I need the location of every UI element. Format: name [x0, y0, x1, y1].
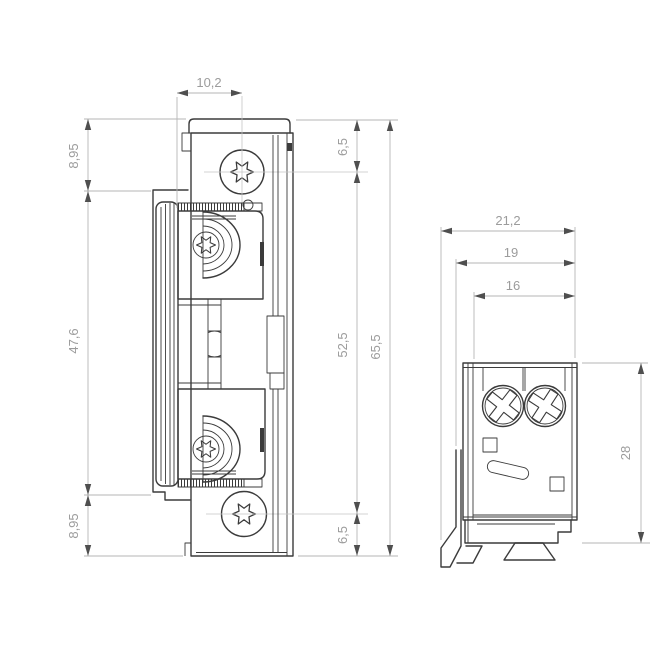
dim-label-left-middle: 47,6: [66, 328, 81, 353]
faceplate-left-tab: [181, 132, 191, 152]
dim-label-side-mid: 19: [504, 245, 518, 260]
adjustment-square-hole-lower: [549, 476, 565, 492]
faceplate-right-notch: [287, 143, 292, 151]
dim-label-top-width: 10,2: [196, 75, 221, 90]
mounting-hook-tab: [440, 449, 462, 568]
dim-label-right-bottom: 6,5: [335, 526, 350, 544]
mounting-flap: [456, 545, 483, 564]
side-dimensions: 21,2 19 16 28: [440, 213, 650, 544]
dim-side-width-mid: 19: [455, 245, 575, 446]
latch-side-notch: [260, 428, 264, 452]
torx-cam-screw-icon: [195, 236, 217, 254]
front-case-outline: [152, 189, 191, 501]
side-housing: [462, 362, 578, 521]
dim-label-right-middle: 52,5: [335, 332, 350, 357]
screw-channels: [482, 368, 566, 391]
latch-channel: [178, 299, 222, 389]
side-base: [464, 519, 572, 544]
side-body: [440, 362, 578, 568]
dim-label-left-top: 8,95: [66, 143, 81, 168]
dim-side-width-inner: 16: [473, 278, 575, 359]
adjustment-square-hole-upper: [482, 437, 498, 453]
dim-side-width-overall: 21,2: [440, 213, 576, 540]
side-view: 21,2 19 16 28: [440, 213, 650, 568]
phillips-screw-head-icon: [520, 381, 570, 431]
dim-front-right-column: 6,5 52,5 6,5 65,5: [296, 119, 398, 557]
pivot-pin: [242, 199, 254, 211]
front-dimensions: 10,2 8,95 47,6 8,95 6,5 52,5: [66, 75, 398, 557]
front-view: 10,2 8,95 47,6 8,95 6,5 52,5: [66, 75, 398, 557]
side-foot: [503, 542, 556, 561]
phillips-screw-head-icon: [478, 381, 528, 431]
upper-latch-block: [177, 210, 264, 300]
torx-cam-screw-icon: [195, 440, 217, 458]
latch-side-notch: [260, 242, 264, 266]
faceplate-top-cap: [188, 118, 291, 134]
front-body: [152, 96, 368, 557]
slanted-slot: [486, 460, 530, 480]
side-screw-left: [478, 381, 528, 431]
dim-label-side-height: 28: [618, 446, 633, 460]
dim-side-height: 28: [582, 362, 650, 544]
side-screw-right: [520, 381, 570, 431]
lower-latch-block: [177, 388, 266, 483]
faceplate-bottom-tab: [184, 542, 191, 556]
dim-label-right-overall: 65,5: [368, 334, 383, 359]
serrated-strip-bottom: [177, 478, 263, 488]
dim-label-side-inner: 16: [506, 278, 520, 293]
latch-ball: [208, 330, 221, 358]
dim-front-left-column: 8,95 47,6 8,95: [66, 118, 186, 557]
dim-label-left-bottom: 8,95: [66, 513, 81, 538]
dim-front-top-width: 10,2: [176, 75, 242, 208]
guide-column: [266, 135, 285, 552]
dim-label-right-top: 6,5: [335, 138, 350, 156]
strike-jaw: [155, 201, 179, 487]
dim-label-side-overall: 21,2: [495, 213, 520, 228]
